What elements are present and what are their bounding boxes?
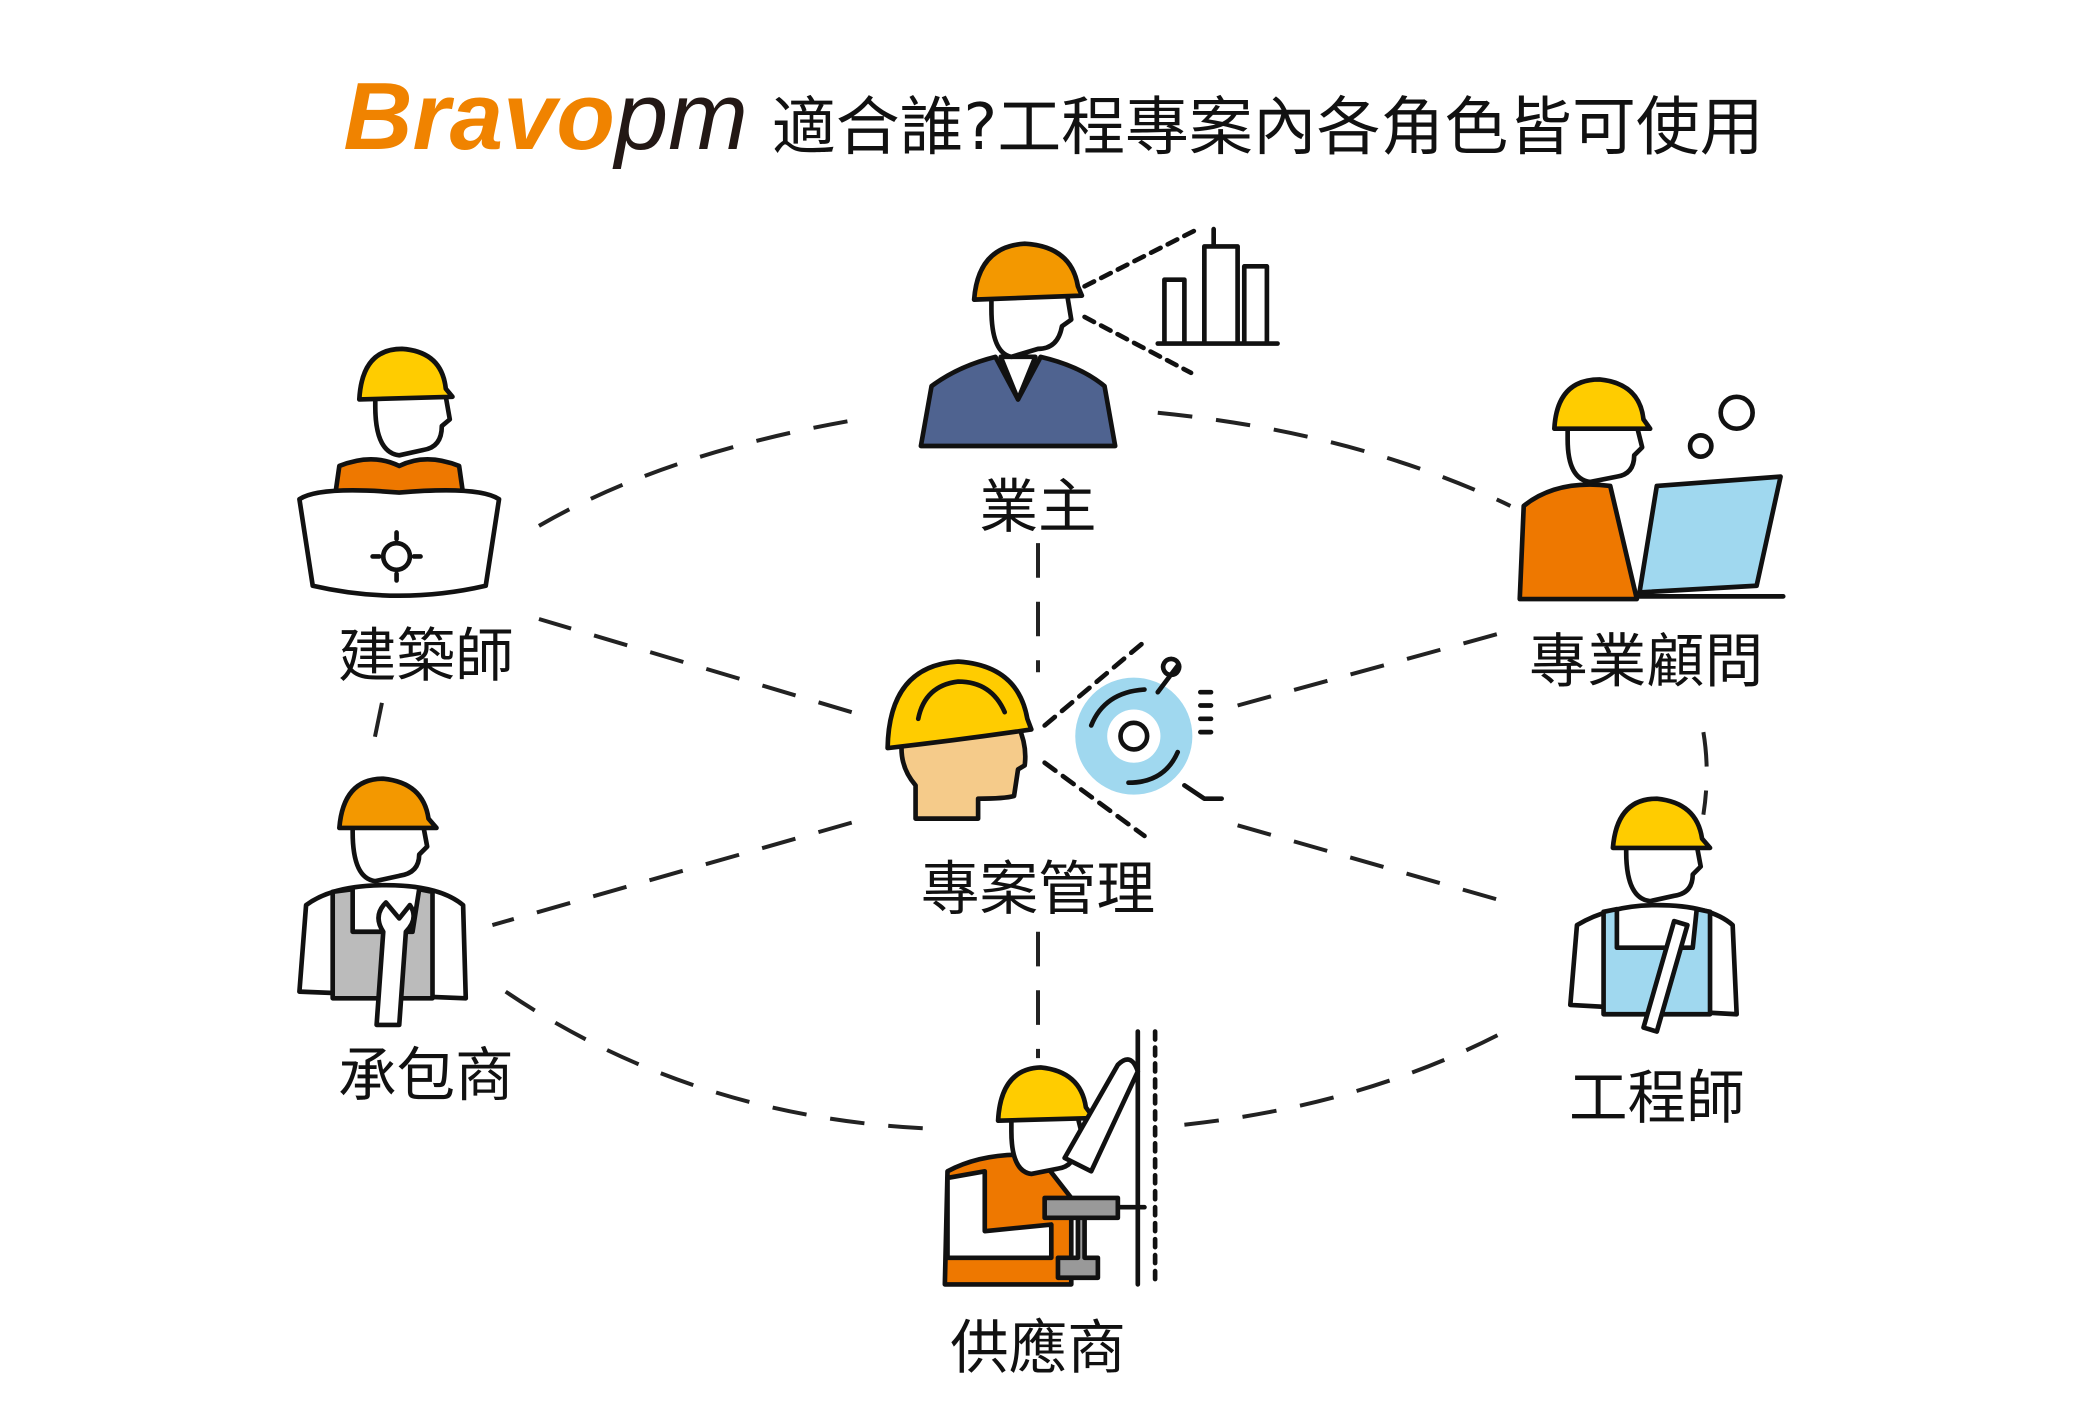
connector-pm-engineer [1237,823,1518,908]
title: Bravo pm 適合誰?工程專案內各角色皆可使用 [343,63,1763,170]
connector-architect-contractor [370,702,384,749]
label-contractor: 承包商 [338,1041,514,1109]
connector-pm-contractor [491,820,853,928]
connector-owner-consultant [1157,410,1512,508]
label-owner: 業主 [979,473,1096,541]
architect-with-blueprint-icon [297,346,502,599]
project-manager-head-icon [885,639,1224,839]
connector-supplier-engineer [1184,1023,1519,1127]
connector-consultant-engineer [1701,731,1709,815]
role-project-manager[interactable]: 專案管理 [885,639,1224,923]
connector-pm-architect [538,617,853,715]
brand-logo-pm: pm [612,63,748,170]
connector-pm-consultant [1237,630,1505,708]
contractor-with-wrench-icon [297,776,469,1028]
engineer-with-blueprint-roll-icon [1567,796,1739,1034]
label-project-manager: 專案管理 [921,855,1155,923]
supplier-with-drill-icon [942,1029,1158,1287]
role-consultant[interactable]: 專業顧問 [1517,377,1786,696]
label-architect: 建築師 [338,622,514,690]
page-title: 適合誰?工程專案內各角色皆可使用 [772,91,1764,165]
connector-contractor-supplier [504,989,932,1131]
brand-logo-bravo: Bravo [343,63,615,170]
consultant-at-laptop-icon [1517,377,1786,602]
label-engineer: 工程師 [1569,1064,1745,1132]
connector-architect-owner [537,417,859,528]
label-consultant: 專業顧問 [1529,628,1763,696]
businessman-icon [918,226,1280,449]
role-architect[interactable]: 建築師 [297,346,514,690]
role-owner[interactable]: 業主 [918,226,1280,541]
connector-lines [370,410,1709,1131]
label-supplier: 供應商 [950,1314,1126,1382]
role-supplier[interactable]: 供應商 [942,1029,1158,1383]
role-contractor[interactable]: 承包商 [297,776,514,1110]
role-engineer[interactable]: 工程師 [1567,796,1745,1132]
